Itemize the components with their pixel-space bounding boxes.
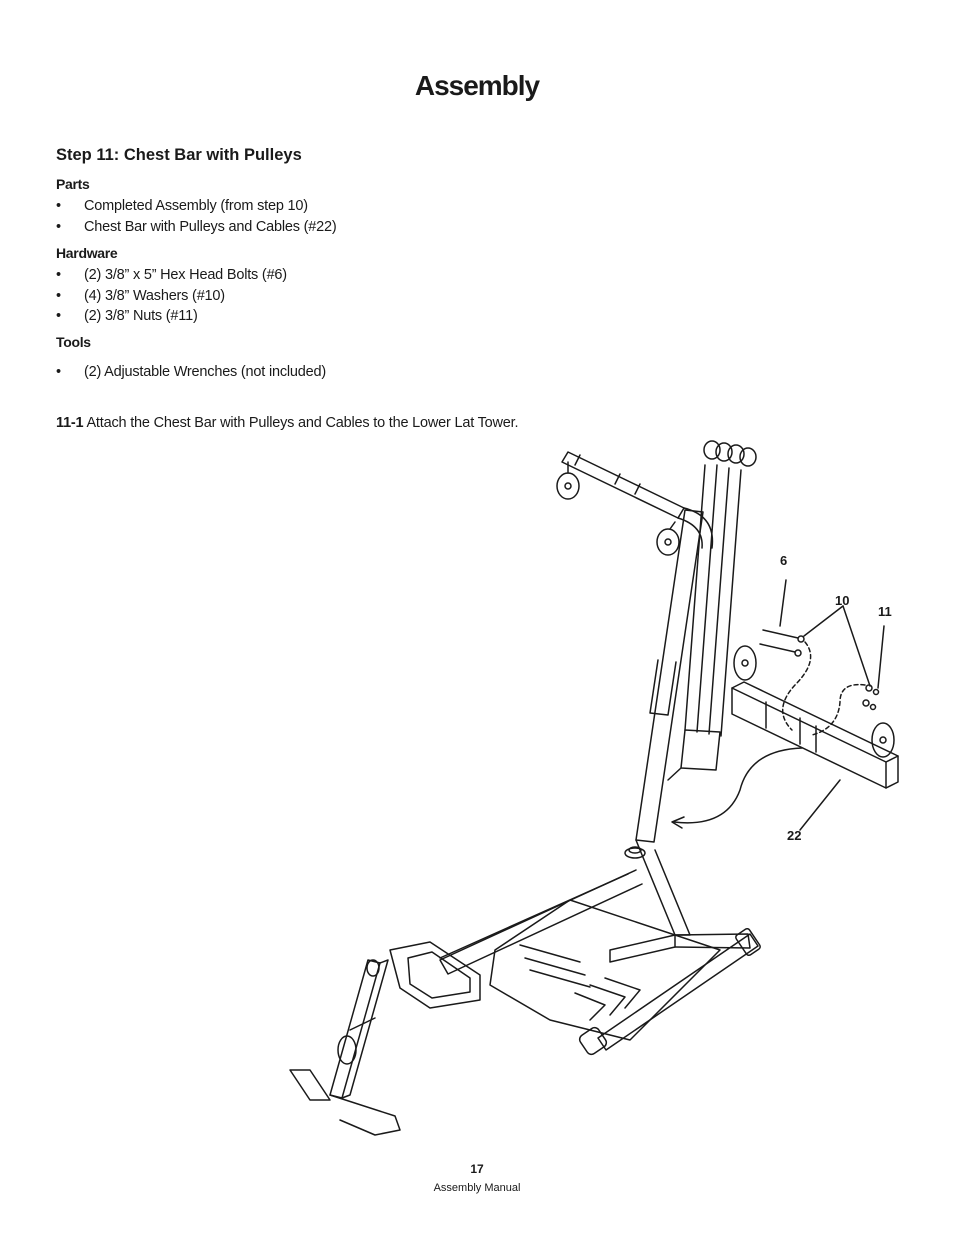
list-item: Completed Assembly (from step 10) [56, 196, 337, 217]
chest-bar [731, 645, 899, 789]
instruction-text: Attach the Chest Bar with Pulleys and Ca… [86, 415, 519, 431]
list-item: Chest Bar with Pulleys and Cables (#22) [56, 217, 337, 238]
callout-6: 6 [780, 553, 787, 568]
callout-10: 10 [835, 593, 849, 608]
list-item: (2) Adjustable Wrenches (not included) [56, 362, 326, 383]
leader-lines [671, 579, 885, 831]
assembly-diagram: 6 10 11 22 [289, 440, 899, 1136]
tools-list: (2) Adjustable Wrenches (not included) [56, 362, 326, 383]
tools-heading: Tools [56, 334, 91, 350]
pulley-wheel [337, 1035, 357, 1065]
top-arm [556, 451, 714, 556]
footer-label: Assembly Manual [433, 1182, 521, 1194]
hardware-parts [759, 629, 880, 736]
page-title: Assembly [414, 70, 540, 101]
list-item: (2) 3/8” Nuts (#11) [56, 306, 287, 327]
tools-section: Tools (2) Adjustable Wrenches (not inclu… [56, 334, 326, 383]
pulley-wheel [656, 528, 680, 556]
base-plate [489, 899, 721, 1041]
pulley-wheel [871, 722, 895, 758]
top-pulleys [684, 440, 757, 737]
hardware-heading: Hardware [56, 245, 118, 261]
list-item: (4) 3/8” Washers (#10) [56, 286, 287, 307]
parts-section: Parts Completed Assembly (from step 10) … [56, 176, 337, 237]
seat-frame [289, 941, 481, 1136]
callout-22: 22 [787, 828, 801, 843]
instruction-step-number: 11-1 [56, 415, 84, 431]
page-number: 17 [470, 1162, 484, 1176]
hardware-list: (2) 3/8” x 5” Hex Head Bolts (#6) (4) 3/… [56, 265, 287, 327]
instruction-11-1: 11-1 Attach the Chest Bar with Pulleys a… [56, 415, 519, 431]
parts-heading: Parts [56, 176, 90, 192]
step-title: Step 11: Chest Bar with Pulleys [56, 146, 302, 164]
parts-list: Completed Assembly (from step 10) Chest … [56, 196, 337, 237]
hardware-section: Hardware (2) 3/8” x 5” Hex Head Bolts (#… [56, 245, 287, 327]
lat-tower-post [635, 509, 704, 843]
pulley-wheel [556, 472, 580, 500]
list-item: (2) 3/8” x 5” Hex Head Bolts (#6) [56, 265, 287, 286]
pulley-wheel [733, 645, 757, 681]
callout-11: 11 [878, 604, 892, 619]
